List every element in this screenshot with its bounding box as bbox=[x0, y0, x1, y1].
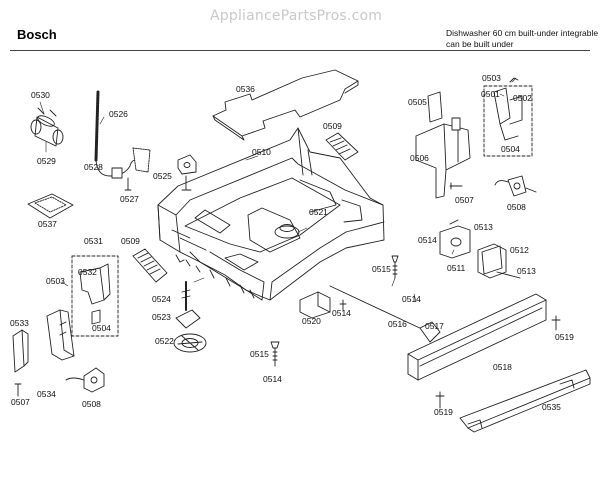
label-0532: 0532 bbox=[78, 267, 97, 277]
label-0534: 0534 bbox=[37, 389, 56, 399]
part-0533-panel bbox=[12, 309, 75, 373]
label-0507-left: 0507 bbox=[11, 397, 30, 407]
watermark-text: AppliancePartsPros.com bbox=[210, 8, 383, 24]
label-0519-left: 0519 bbox=[434, 407, 453, 417]
label-0517: 0517 bbox=[425, 321, 444, 331]
label-0512: 0512 bbox=[510, 245, 529, 255]
header-divider bbox=[10, 50, 590, 51]
label-0529: 0529 bbox=[37, 156, 56, 166]
part-0522-0524-spray-assembly bbox=[173, 281, 207, 353]
label-0521: 0521 bbox=[309, 207, 328, 217]
part-0535-strip bbox=[459, 369, 591, 433]
part-0526-hose bbox=[94, 90, 151, 191]
label-0504-lower: 0504 bbox=[92, 323, 111, 333]
label-0536: 0536 bbox=[236, 84, 255, 94]
part-0531-0532-group bbox=[71, 255, 119, 337]
label-0535: 0535 bbox=[542, 402, 561, 412]
label-0508-left: 0508 bbox=[82, 399, 101, 409]
label-0531: 0531 bbox=[84, 236, 103, 246]
label-0524: 0524 bbox=[152, 294, 171, 304]
label-0527: 0527 bbox=[120, 194, 139, 204]
label-0503-upper: 0503 bbox=[482, 73, 501, 83]
part-0536-cover-plate bbox=[212, 69, 359, 141]
label-0509-lower: 0509 bbox=[121, 236, 140, 246]
label-0515-upper: 0515 bbox=[372, 264, 391, 274]
label-0509-upper: 0509 bbox=[323, 121, 342, 131]
label-0522: 0522 bbox=[155, 336, 174, 346]
label-0528: 0528 bbox=[84, 162, 103, 172]
label-0513-b: 0513 bbox=[517, 266, 536, 276]
label-0537: 0537 bbox=[38, 219, 57, 229]
part-0530-0529-sleeve bbox=[30, 107, 64, 147]
part-0519-screws bbox=[435, 315, 561, 409]
label-0505: 0505 bbox=[408, 97, 427, 107]
part-0509-strip-lower bbox=[132, 248, 168, 283]
label-0530: 0530 bbox=[31, 90, 50, 100]
part-0501-0502-group bbox=[483, 77, 533, 157]
part-0505-0506-bracket bbox=[415, 91, 471, 199]
part-0518-kick-panel bbox=[407, 293, 547, 381]
part-0510-base-tub bbox=[157, 127, 385, 301]
label-0513-a: 0513 bbox=[474, 222, 493, 232]
part-0520-bracket bbox=[299, 291, 347, 319]
label-0523: 0523 bbox=[152, 312, 171, 322]
part-0537-pad bbox=[27, 193, 74, 219]
label-0503-lower: 0503 bbox=[46, 276, 65, 286]
label-0514-b: 0514 bbox=[402, 294, 421, 304]
label-0514-c: 0514 bbox=[332, 308, 351, 318]
label-0507-right: 0507 bbox=[455, 195, 474, 205]
part-0515-screw-upper bbox=[391, 255, 399, 279]
label-0511: 0511 bbox=[447, 263, 466, 273]
part-0509-strip-upper bbox=[325, 132, 359, 161]
label-0525: 0525 bbox=[153, 171, 172, 181]
label-0518: 0518 bbox=[493, 362, 512, 372]
leader-lines bbox=[39, 77, 517, 303]
label-0504-upper: 0504 bbox=[501, 144, 520, 154]
label-0514-a: 0514 bbox=[418, 235, 437, 245]
label-0516: 0516 bbox=[388, 319, 407, 329]
label-0508-right: 0508 bbox=[507, 202, 526, 212]
label-0533: 0533 bbox=[10, 318, 29, 328]
brand-title: Bosch bbox=[17, 27, 57, 42]
label-0510: 0510 bbox=[252, 147, 271, 157]
part-0511-0512-group bbox=[439, 219, 521, 279]
label-0520: 0520 bbox=[302, 316, 321, 326]
label-0506: 0506 bbox=[410, 153, 429, 163]
model-description-line-1: Dishwasher 60 cm built-under integrable bbox=[446, 28, 599, 38]
part-0525-bracket bbox=[177, 154, 197, 191]
part-0516-rod bbox=[329, 285, 441, 343]
label-0519-right: 0519 bbox=[555, 332, 574, 342]
label-0501: 0501 bbox=[481, 89, 500, 99]
part-0507-0508-right bbox=[449, 175, 537, 197]
label-0526: 0526 bbox=[109, 109, 128, 119]
part-0508-0507-left bbox=[14, 367, 105, 397]
label-0502: 0502 bbox=[513, 93, 532, 103]
model-description-line-2: can be built under bbox=[446, 39, 514, 49]
label-0515-lower: 0515 bbox=[250, 349, 269, 359]
label-0514-d: 0514 bbox=[263, 374, 282, 384]
part-0515-screw-lower bbox=[270, 341, 280, 367]
